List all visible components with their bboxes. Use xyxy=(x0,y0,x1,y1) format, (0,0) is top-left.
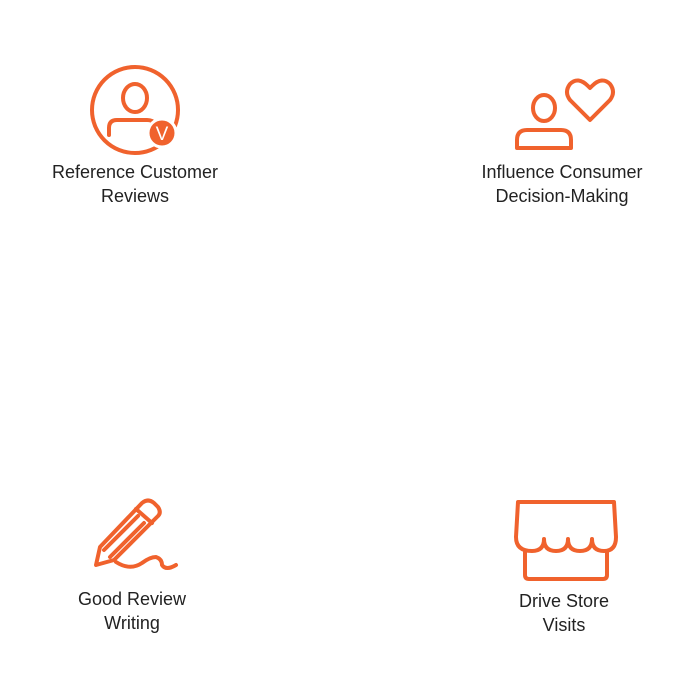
user-heart-icon xyxy=(515,78,615,150)
feature-title-line2: Decision-Making xyxy=(495,186,629,206)
feature-title-line2: Writing xyxy=(104,613,160,633)
feature-title-line2: Reviews xyxy=(100,186,170,206)
pencil-signature-icon xyxy=(94,498,178,570)
feature-title-line1: Reference Customer xyxy=(51,162,219,182)
feature-title-line1: Good Review xyxy=(77,589,187,609)
verified-user-icon: V xyxy=(90,65,180,155)
feature-title-line2: Visits xyxy=(542,615,586,635)
badge-letter: V xyxy=(156,124,169,145)
feature-title-line1: Drive Store xyxy=(518,591,610,611)
storefront-icon xyxy=(514,500,618,581)
feature-title-line1: Influence Consumer xyxy=(481,162,643,182)
